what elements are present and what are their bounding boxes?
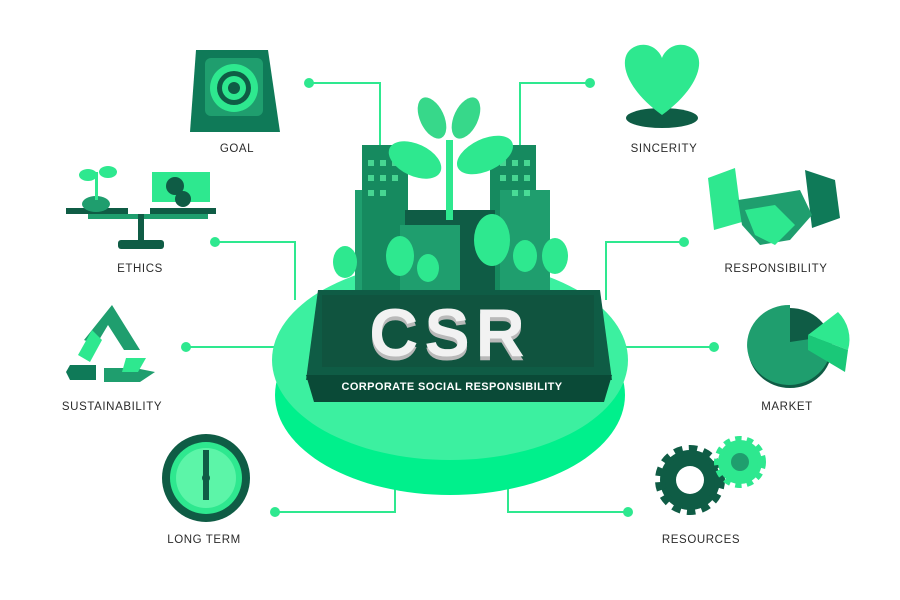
gears-icon bbox=[655, 436, 766, 515]
connector-dots bbox=[181, 78, 719, 517]
label-resources: RESOURCES bbox=[661, 534, 741, 546]
label-sincerity: SINCERITY bbox=[630, 143, 698, 155]
recycle-icon bbox=[66, 305, 155, 382]
center-title: CSR bbox=[369, 295, 531, 371]
scale-icon bbox=[66, 166, 216, 249]
label-long-term: LONG TERM bbox=[167, 534, 241, 546]
heart-icon bbox=[624, 44, 700, 128]
connectors bbox=[186, 82, 714, 513]
label-market: MARKET bbox=[761, 401, 813, 413]
label-ethics: ETHICS bbox=[117, 263, 163, 275]
label-sustainability: SUSTAINABILITY bbox=[61, 401, 163, 413]
label-responsibility: RESPONSIBILITY bbox=[724, 263, 828, 275]
center-platform bbox=[272, 97, 628, 495]
target-icon bbox=[190, 50, 280, 132]
handshake-icon bbox=[708, 168, 840, 245]
clock-icon bbox=[162, 434, 250, 522]
center-subtitle: CORPORATE SOCIAL RESPONSIBILITY bbox=[341, 381, 563, 393]
pie-chart-icon bbox=[747, 304, 850, 388]
label-goal: GOAL bbox=[219, 143, 255, 155]
